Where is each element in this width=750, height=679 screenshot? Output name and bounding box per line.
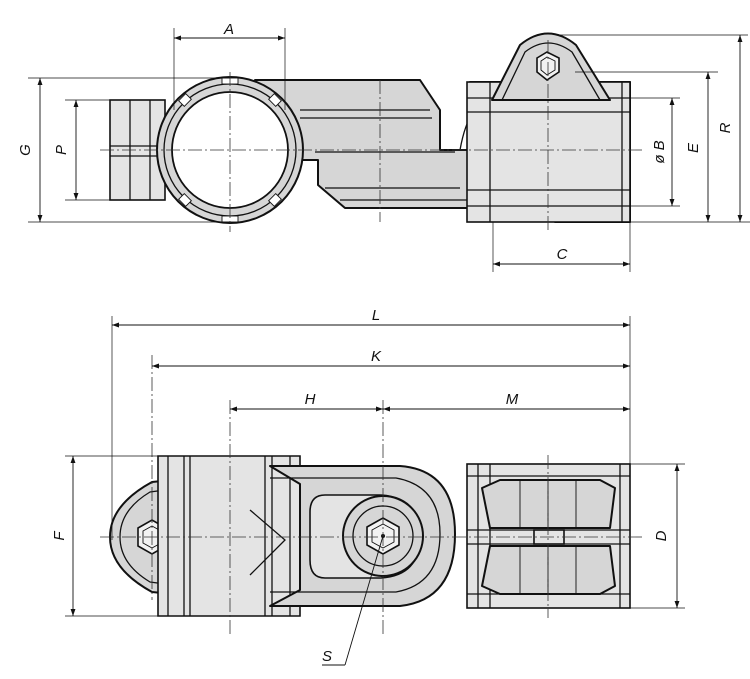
dim-label-c: C bbox=[557, 246, 568, 263]
top-hex-bolt-inner bbox=[540, 56, 556, 76]
bottom-left-clamp-lines bbox=[167, 456, 291, 616]
dim-label-g: G bbox=[17, 144, 34, 156]
top-split-tab-lines bbox=[110, 100, 165, 200]
top-right-block bbox=[466, 81, 631, 223]
dim-label-r: R bbox=[717, 122, 734, 133]
dim-label-b: ø B bbox=[651, 140, 668, 163]
dim-label-f: F bbox=[51, 531, 68, 541]
bottom-dimension-lines bbox=[70, 322, 680, 666]
dim-label-s: S bbox=[322, 648, 332, 665]
dim-label-e: E bbox=[685, 142, 702, 153]
dim-label-a: A bbox=[223, 21, 234, 38]
bottom-extension-lines bbox=[65, 316, 685, 617]
bottom-arm-web bbox=[249, 509, 286, 576]
dim-label-m: M bbox=[506, 391, 519, 408]
top-view: A G P ø B E R C bbox=[17, 21, 750, 272]
bottom-view: L K H M F D S bbox=[51, 307, 685, 666]
top-dimension-lines bbox=[37, 35, 743, 267]
bottom-arm-inner bbox=[270, 477, 441, 593]
bottom-left-lug-inner bbox=[119, 489, 166, 585]
dim-label-p: P bbox=[53, 145, 70, 155]
dim-label-h: H bbox=[305, 391, 316, 408]
bottom-right-cylinder bbox=[481, 479, 616, 595]
dim-label-d: D bbox=[653, 530, 670, 541]
dim-label-l: L bbox=[372, 307, 380, 324]
dim-label-k: K bbox=[371, 348, 382, 365]
top-arm-stripe bbox=[300, 109, 560, 201]
